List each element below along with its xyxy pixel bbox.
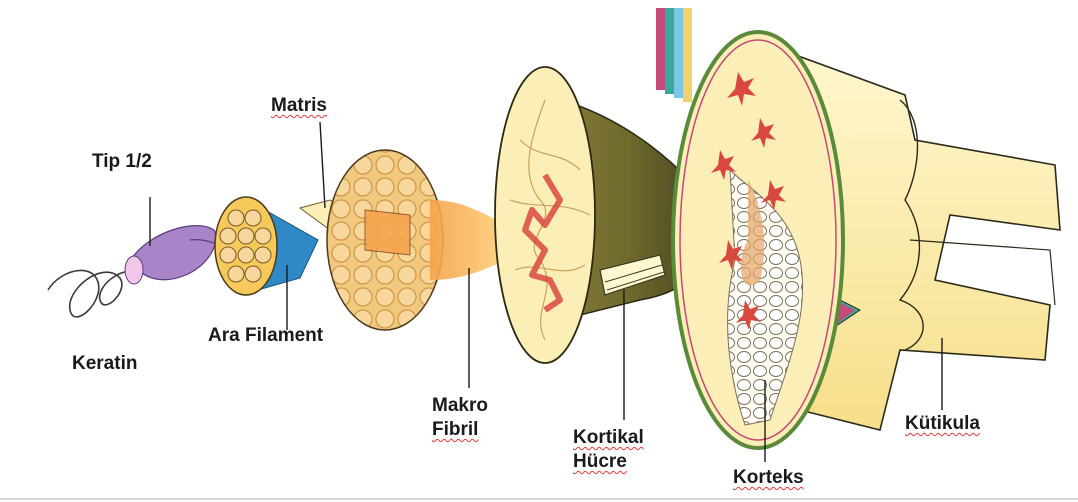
label-kutikula: Kütikula <box>905 412 980 436</box>
macrofibril-section <box>300 150 510 330</box>
spectrum-strip <box>656 8 692 102</box>
label-matris: Matris <box>271 94 327 118</box>
cortex-section <box>673 32 843 448</box>
label-kortikal-hucre: Kortikal Hücre <box>573 426 644 474</box>
label-makro-fibril: Makro Fibril <box>432 394 488 442</box>
bottom-divider <box>0 498 1078 500</box>
label-ara-filament: Ara Filament <box>208 324 323 348</box>
label-korteks: Korteks <box>733 466 804 490</box>
label-tip: Tip 1/2 <box>92 150 152 174</box>
ara-filament-disc <box>215 197 318 295</box>
label-keratin: Keratin <box>72 352 137 376</box>
